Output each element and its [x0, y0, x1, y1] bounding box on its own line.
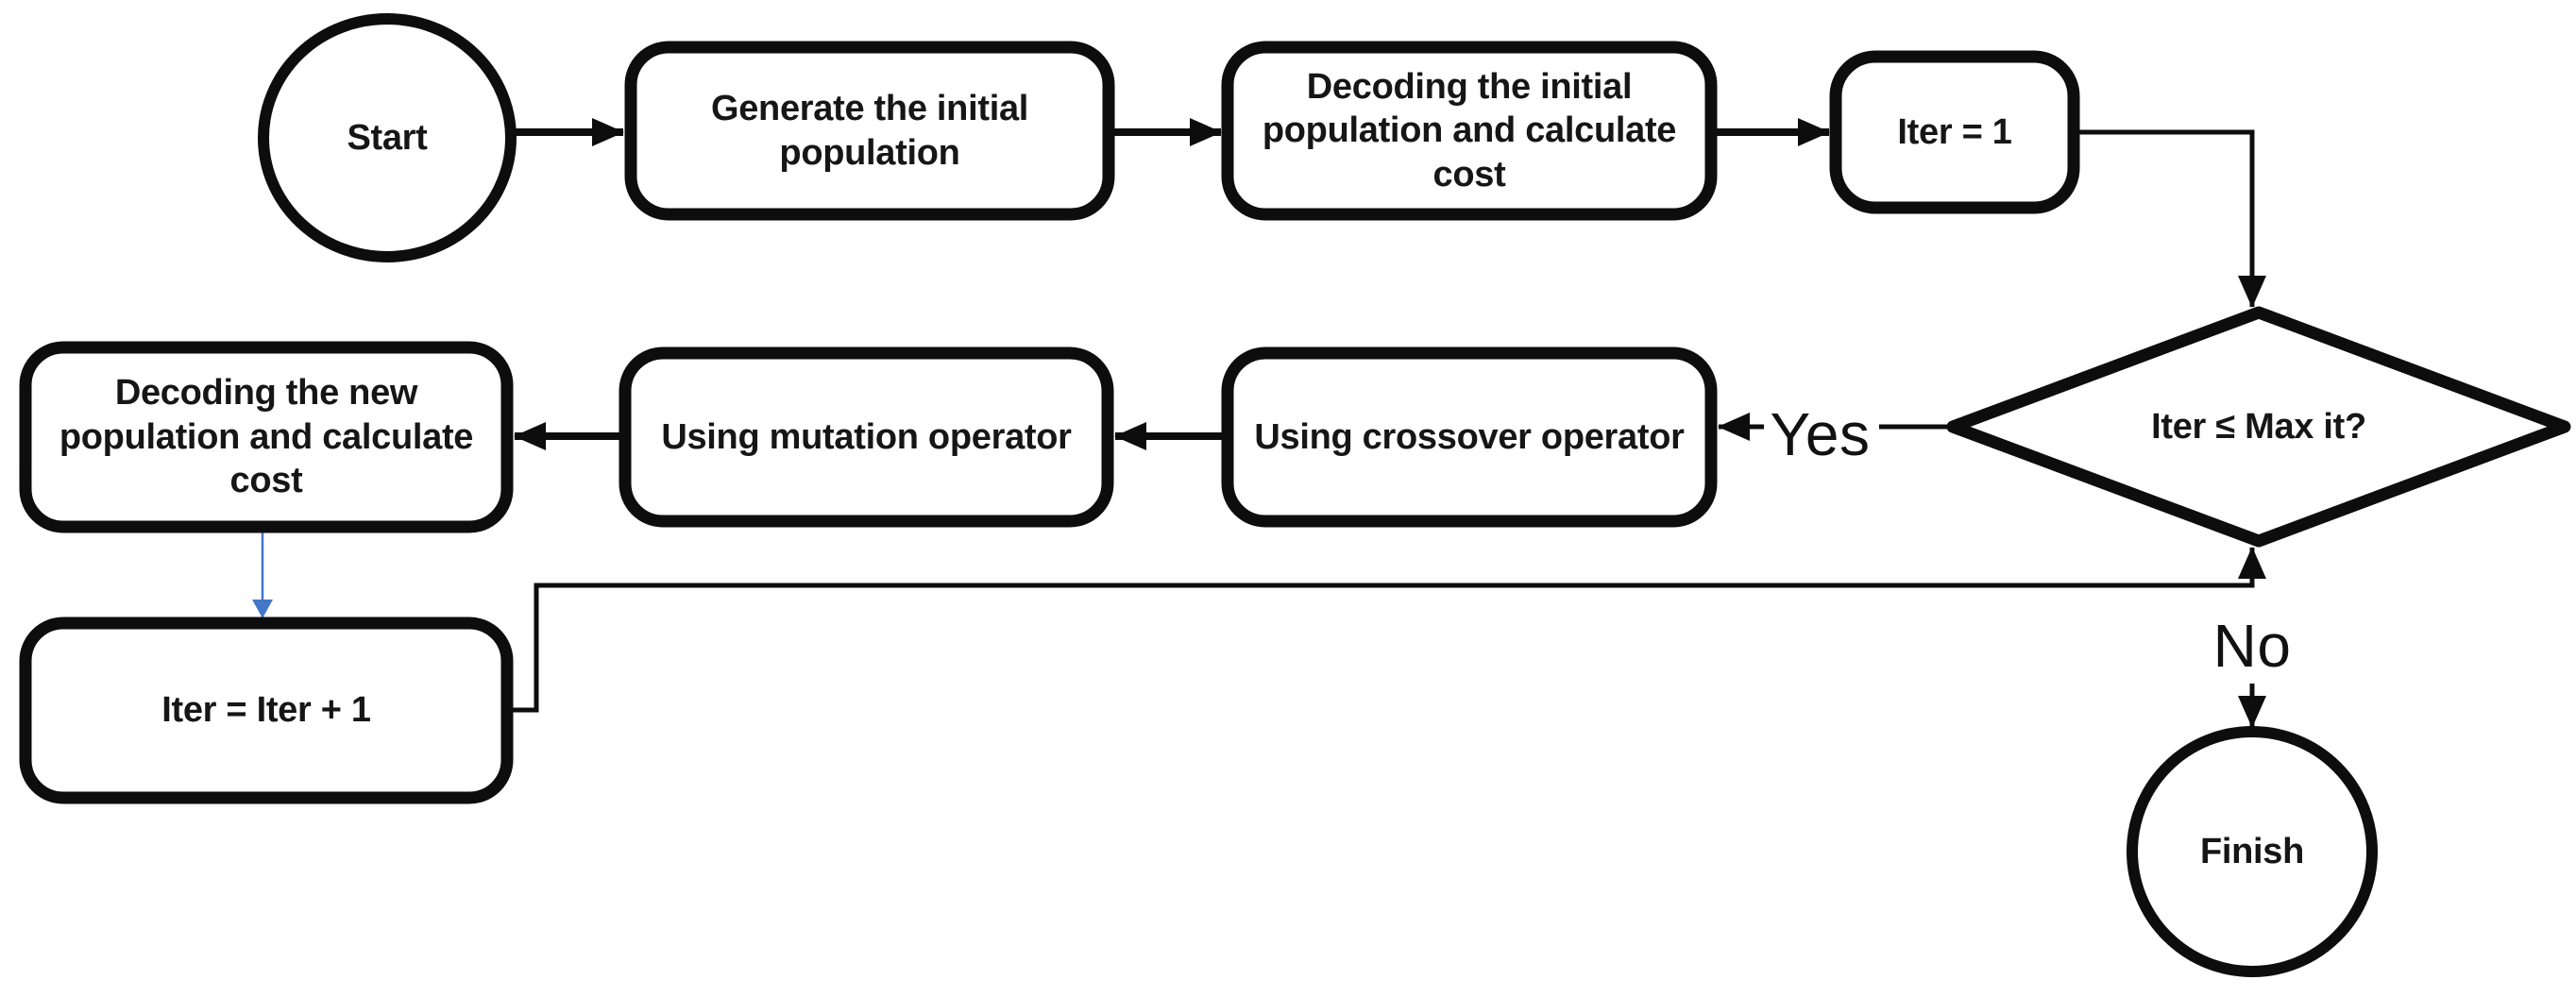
- edge-iter-inc-loop-to-decision: [507, 547, 2266, 713]
- decision-node-shape: [1946, 306, 2571, 548]
- finish-node-shape: [2127, 726, 2378, 977]
- edge-iter1-to-decision: [2076, 129, 2266, 308]
- decode-initial-node-shape: [1221, 41, 1718, 221]
- start-node-shape: [258, 13, 517, 262]
- mutation-node-shape: [619, 346, 1114, 528]
- crossover-node-shape: [1221, 346, 1718, 528]
- iter-inc-node-shape: [19, 617, 514, 804]
- iter-init-node-shape: [1829, 50, 2080, 214]
- decode-new-node-shape: [19, 341, 514, 533]
- generate-node-shape: [624, 41, 1115, 221]
